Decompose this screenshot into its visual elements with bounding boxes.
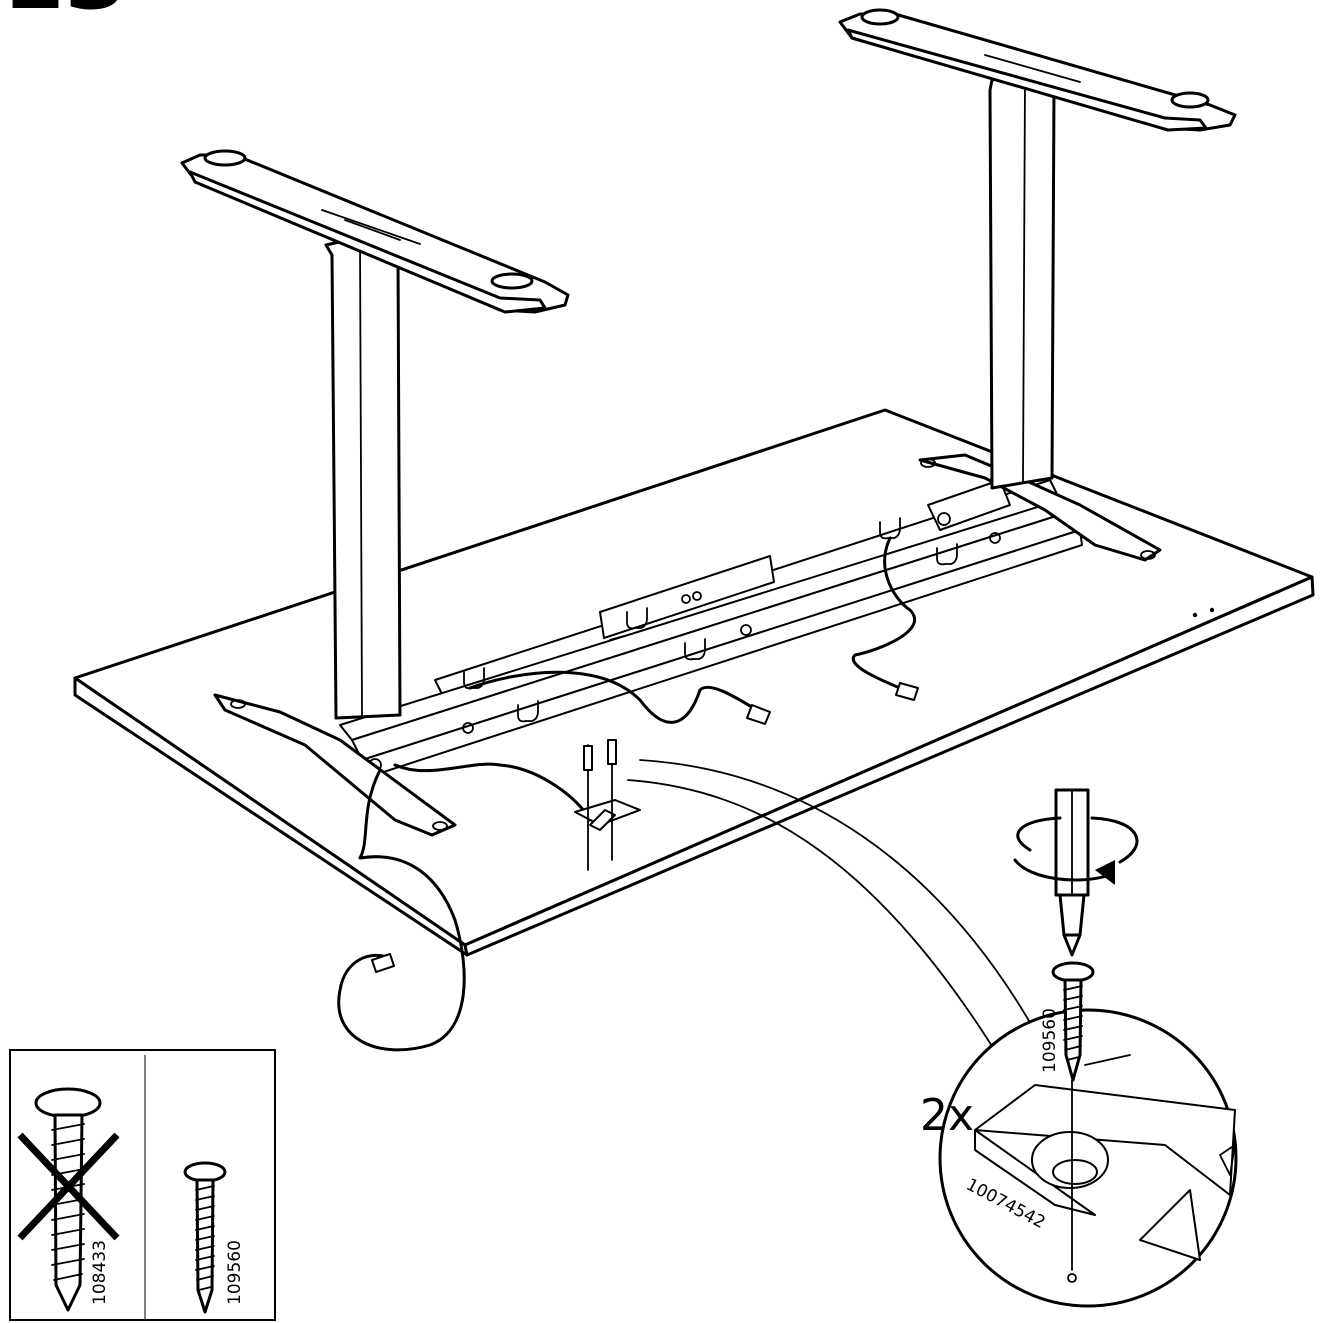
screwdriver-icon	[1013, 788, 1139, 957]
wrong-screw-icon: 108433	[17, 1087, 120, 1312]
screw-code: 109560	[1040, 1008, 1060, 1073]
correct-screw-icon: 109560	[183, 1161, 245, 1314]
left-leg	[180, 149, 570, 720]
step-number: 13	[2, 0, 127, 30]
left-foot	[213, 693, 457, 837]
correct-screw-code: 109560	[225, 1240, 245, 1305]
right-leg	[838, 8, 1237, 490]
screw-legend: 108433 109560	[9, 1049, 276, 1321]
wrong-screw-code: 108433	[90, 1240, 110, 1305]
frame-rails	[339, 479, 1083, 779]
cables	[337, 536, 919, 1052]
cable-bracket	[574, 739, 641, 871]
quantity-label: 2x	[920, 1090, 974, 1141]
detail-zoom: 2x 10074542	[920, 1008, 1238, 1308]
table-top	[73, 408, 1315, 957]
screw-icon: 109560	[1040, 961, 1095, 1082]
